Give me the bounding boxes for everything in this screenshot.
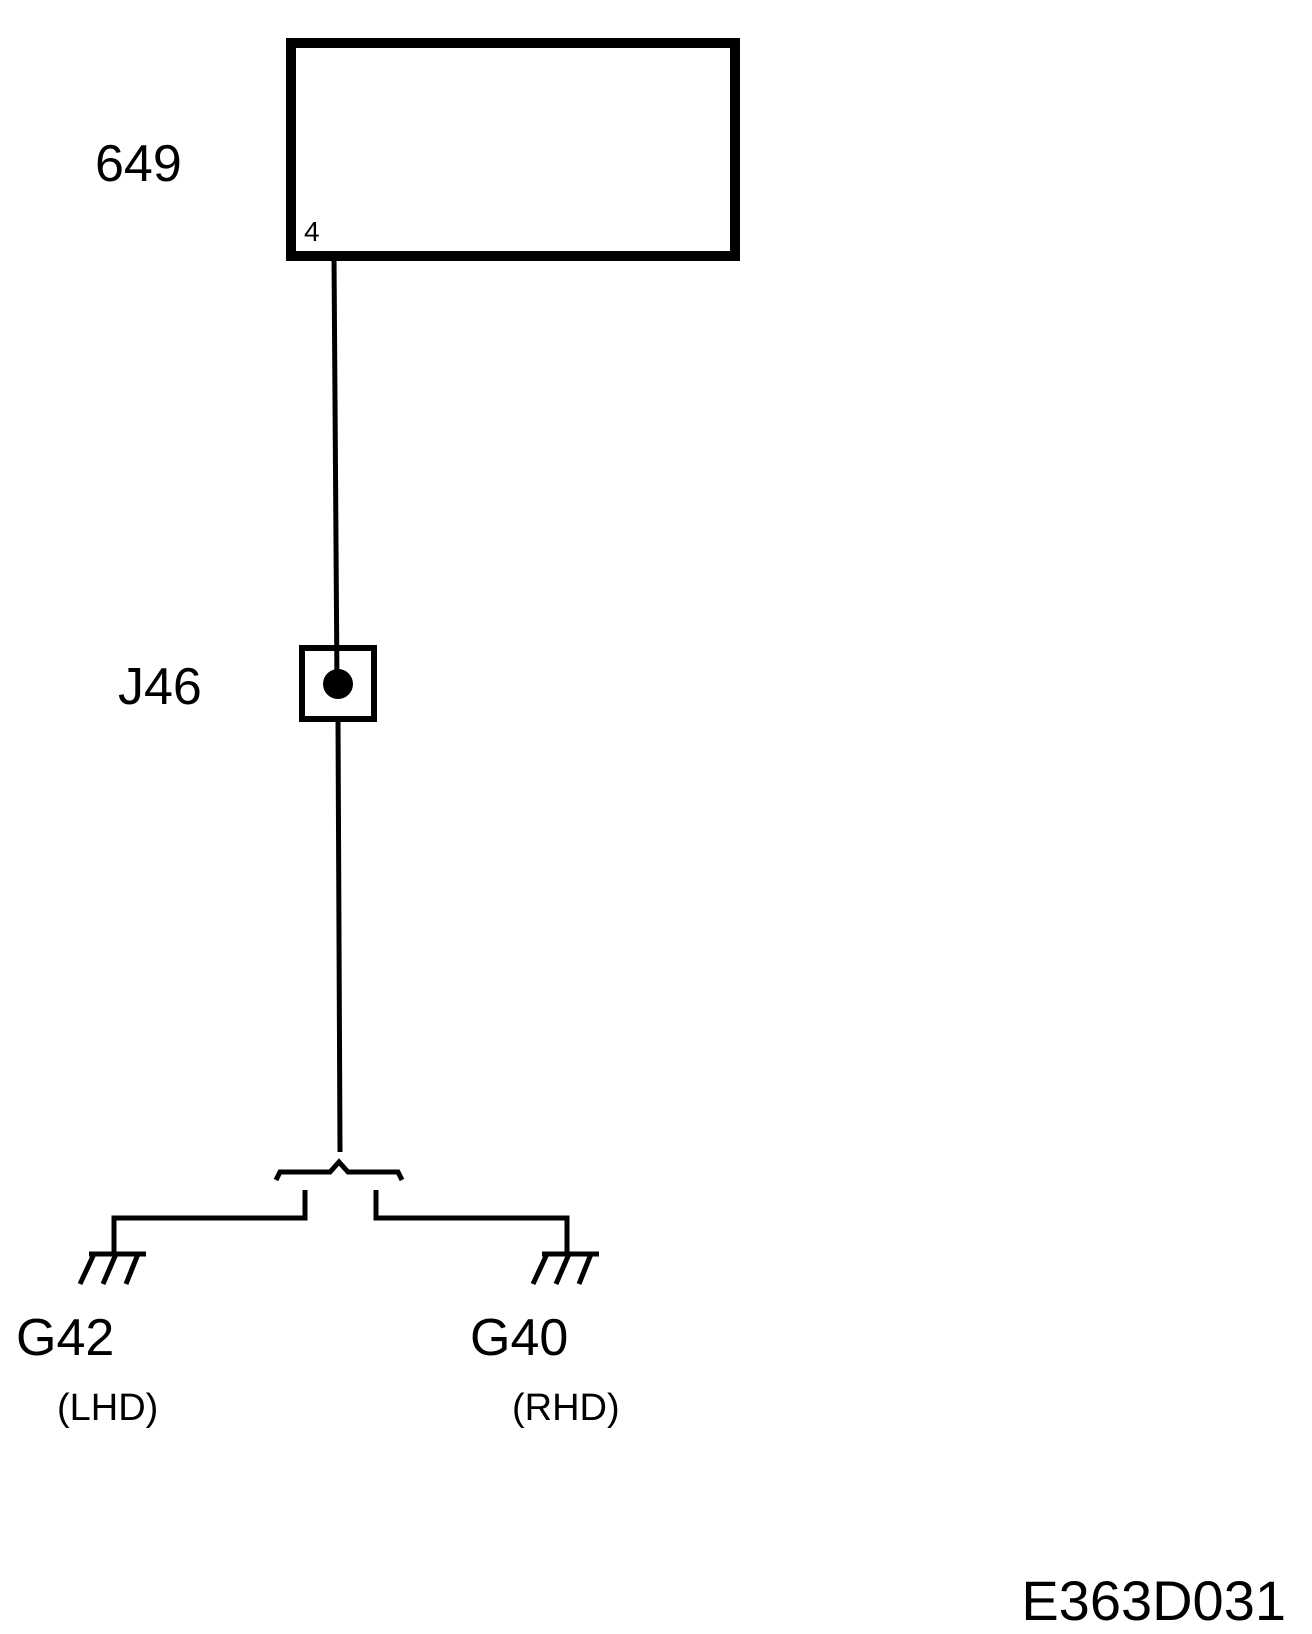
ground-g42-label: G42 <box>16 1309 114 1367</box>
ground-g42-variant: (LHD) <box>57 1387 158 1429</box>
ground-g42-icon <box>77 1251 146 1286</box>
variant-bracket <box>273 1158 405 1182</box>
wire-lower <box>335 718 343 1153</box>
splice-label: J46 <box>118 658 202 716</box>
splice-dot <box>323 669 353 699</box>
ground-g40-label: G40 <box>470 1309 568 1367</box>
component-box <box>286 38 740 261</box>
ground-g40-variant: (RHD) <box>512 1387 620 1429</box>
pin-label: 4 <box>304 216 320 247</box>
diagram-reference: E363D031 <box>1021 1569 1286 1632</box>
component-label: 649 <box>95 135 182 193</box>
wire-left-branch <box>111 1190 308 1253</box>
wire-upper <box>331 255 340 687</box>
wire-right-branch <box>373 1190 570 1253</box>
ground-g40-icon <box>530 1251 599 1286</box>
